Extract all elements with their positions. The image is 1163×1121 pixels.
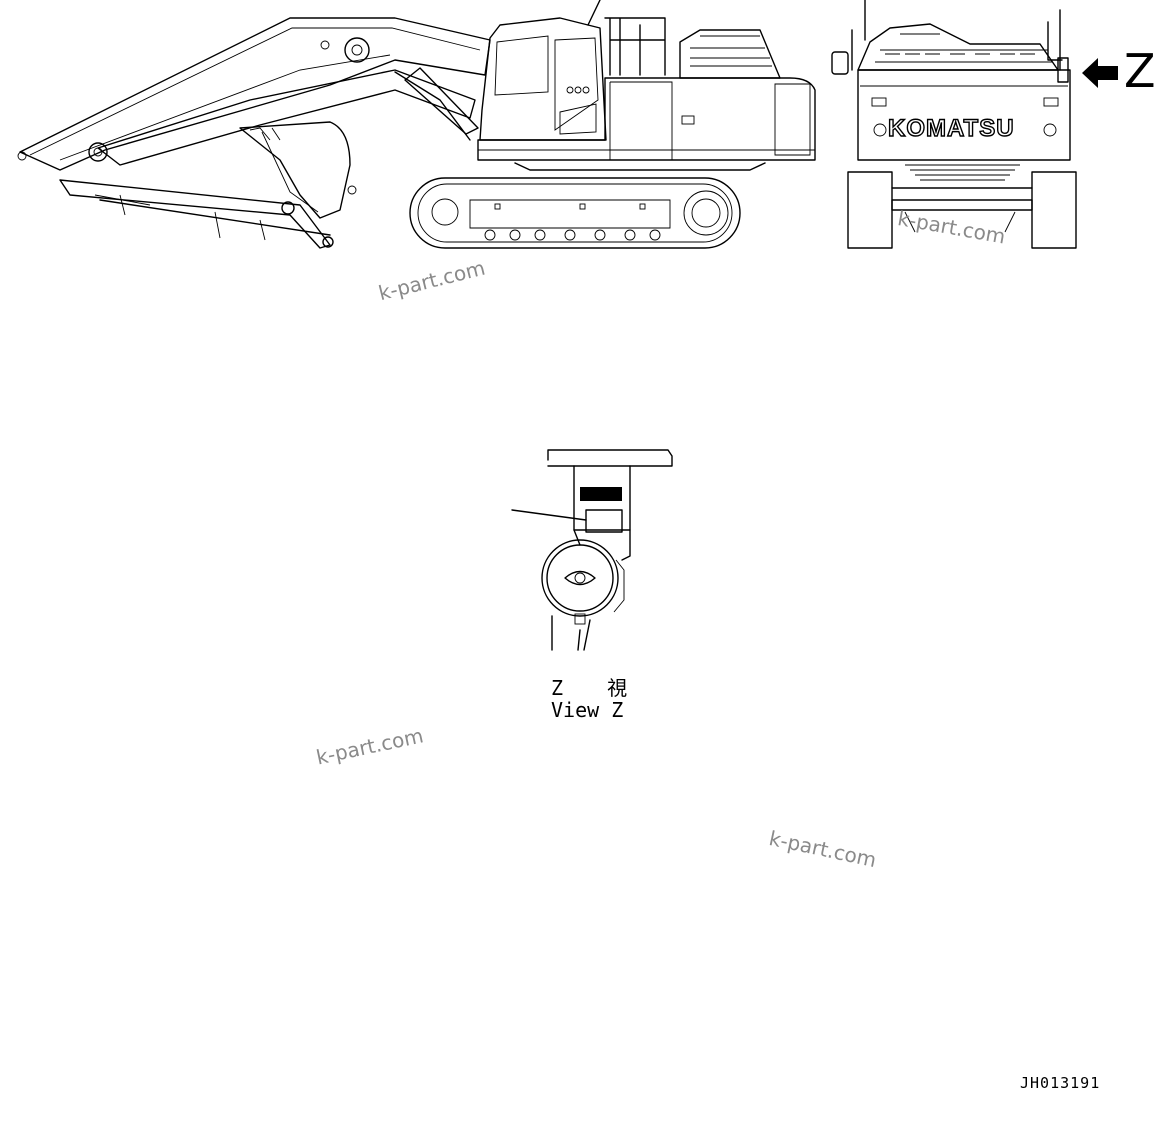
view-caption-japanese: Z 視 [551, 676, 628, 700]
excavator-rear-view: KOMATSU [831, 0, 1118, 249]
track [409, 162, 766, 249]
engine-hood [679, 29, 781, 79]
boom [17, 17, 491, 171]
arm [59, 67, 479, 249]
bucket [239, 121, 357, 219]
rear-engine-hood [857, 23, 1059, 71]
rear-undercarriage [847, 164, 1077, 249]
cab [479, 0, 607, 141]
air-cleaner [541, 539, 625, 625]
label-plate[interactable] [585, 509, 623, 533]
view-z-marker: Z [1124, 44, 1156, 98]
document-id: JH013191 [1020, 1074, 1101, 1092]
brand-logo: KOMATSU [888, 115, 1015, 142]
vent-grille [580, 487, 622, 501]
view-z-arrow[interactable] [1082, 58, 1118, 88]
leader-line [511, 509, 587, 521]
upper-structure [477, 77, 816, 161]
handrail [604, 17, 666, 76]
view-caption-english: View Z [551, 698, 624, 722]
counterweight [857, 69, 1071, 161]
view-z-detail [511, 449, 673, 651]
excavator-side-view [17, 0, 816, 249]
